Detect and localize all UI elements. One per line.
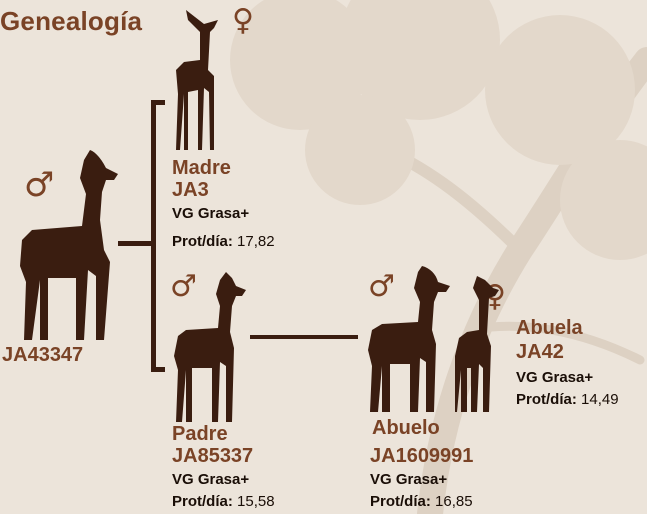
grandfather-prot: Prot/día: 16,85: [370, 492, 473, 512]
mother-prot-value: 17,82: [237, 233, 275, 250]
father-grandfather-connector: [250, 335, 358, 339]
father-prot-label: Prot/día:: [172, 493, 233, 510]
grandfather-prot-label: Prot/día:: [370, 493, 431, 510]
male-icon: ♂: [368, 269, 395, 304]
page-title: Genealogía: [0, 6, 143, 36]
bracket-bottom: [151, 367, 165, 372]
father-code: JA85337: [172, 445, 254, 467]
grandfather-code: JA1609991: [370, 445, 474, 467]
grandfather-grade: VG Grasa+: [370, 471, 448, 488]
male-icon: ♂: [170, 269, 197, 304]
grandmother-prot-value: 14,49: [581, 391, 619, 408]
father-prot: Prot/día: 15,58: [172, 492, 275, 512]
grandmother-prot: Prot/día: 14,49: [516, 390, 619, 410]
grandmother-goat-icon: [455, 276, 499, 412]
grandfather-prot-value: 16,85: [435, 493, 473, 510]
father-label: Padre: [172, 423, 228, 445]
mother-goat-icon: [176, 10, 218, 150]
mother-code: JA3: [172, 179, 209, 201]
mother-label: Madre: [172, 157, 231, 179]
bracket-connector: [118, 241, 154, 246]
mother-grade: VG Grasa+: [172, 205, 250, 222]
grandmother-label: Abuela: [516, 317, 583, 339]
female-icon: ♀: [232, 3, 254, 38]
grandfather-goat-icon: [368, 266, 450, 412]
grandfather-label: Abuelo: [372, 417, 440, 439]
bracket-top: [151, 100, 165, 105]
mother-prot-label: Prot/día:: [172, 233, 233, 250]
grandmother-grade: VG Grasa+: [516, 369, 594, 386]
grandmother-code: JA42: [516, 341, 564, 363]
mother-prot: Prot/día: 17,82: [172, 232, 275, 252]
individual-code: JA43347: [2, 344, 84, 366]
father-prot-value: 15,58: [237, 493, 275, 510]
father-grade: VG Grasa+: [172, 471, 250, 488]
bracket-vertical: [151, 100, 156, 372]
male-icon: ♂: [24, 165, 55, 205]
individual-goat-icon: [20, 150, 118, 340]
grandmother-prot-label: Prot/día:: [516, 391, 577, 408]
father-goat-icon: [174, 272, 246, 422]
